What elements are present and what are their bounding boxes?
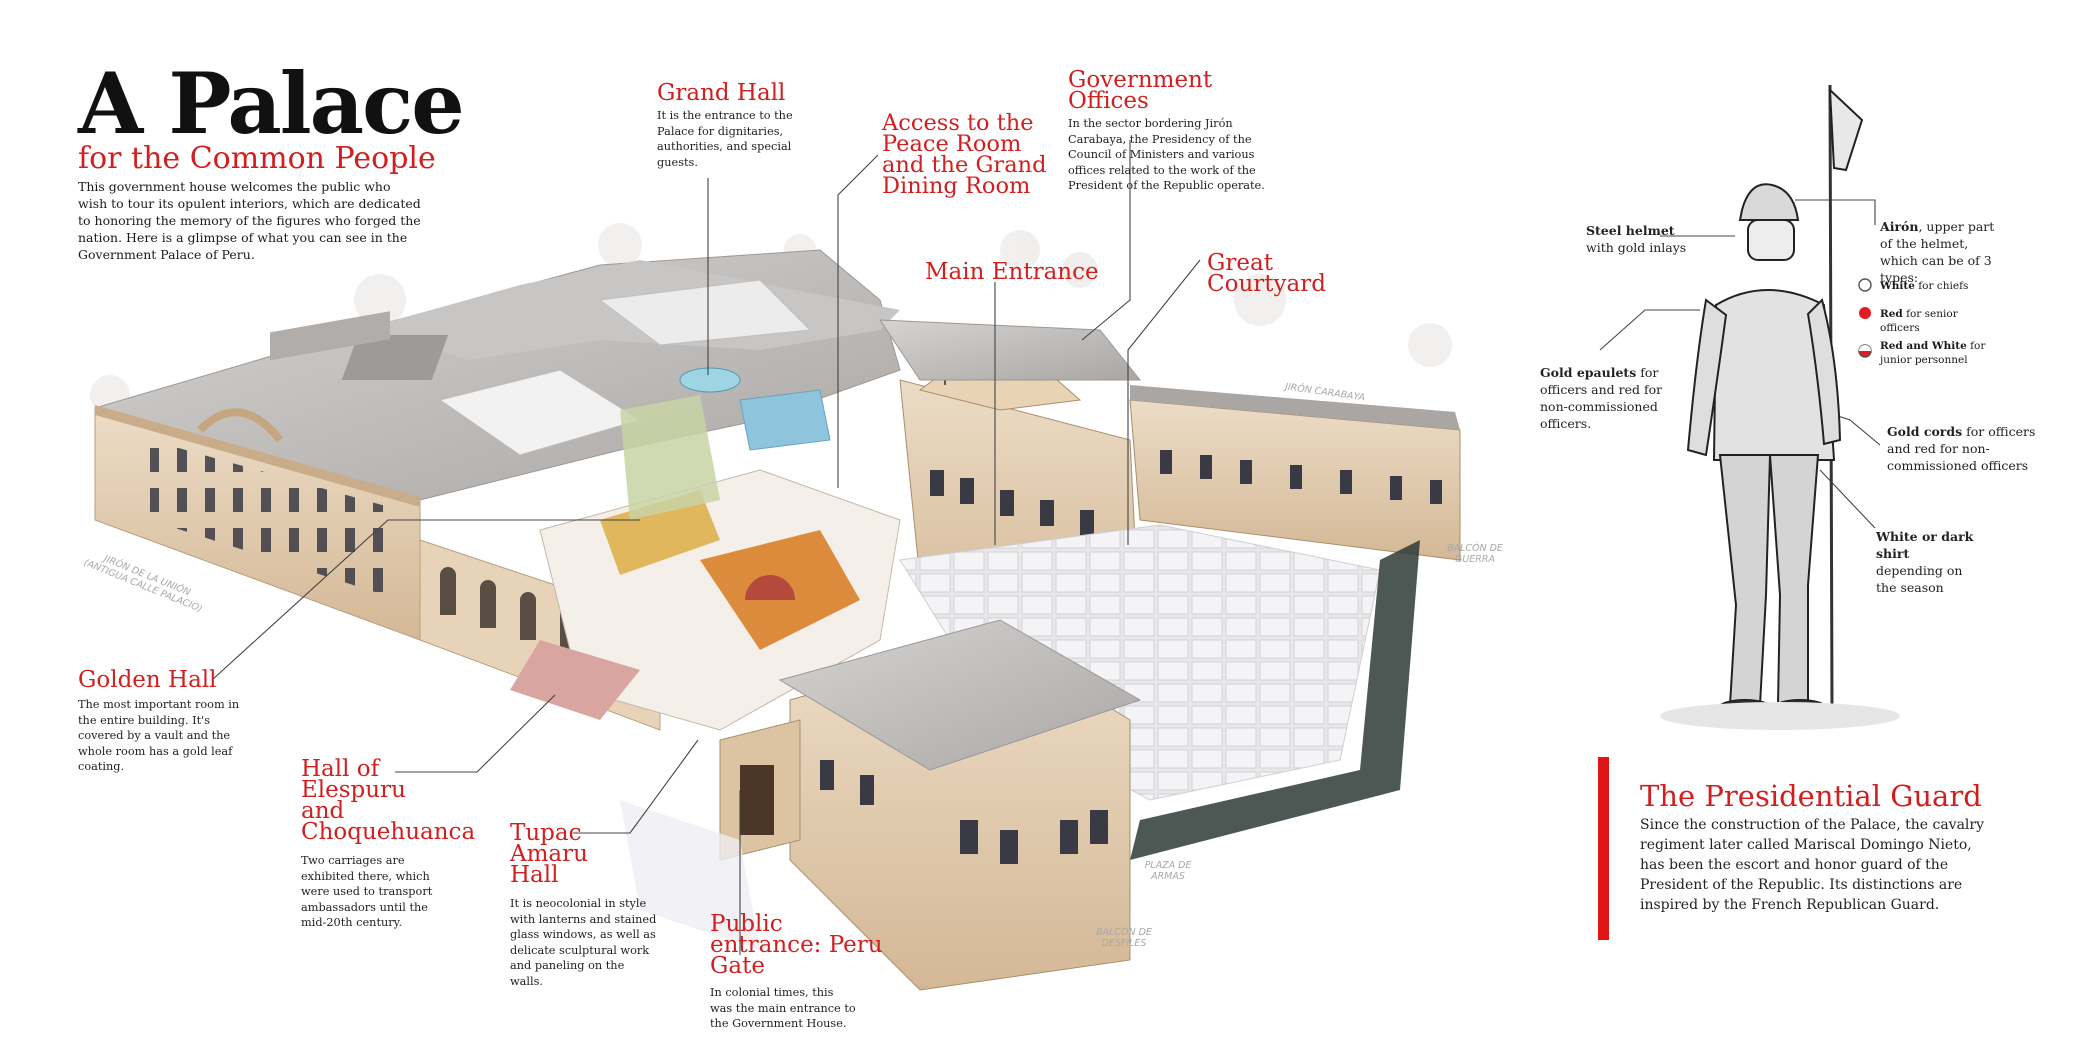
label-tupac-amaru: Tupac Amaru Hall It is neocolonial in st… [510,820,658,989]
label-title: Golden Hall [78,667,217,693]
left-wing-cornice [95,405,420,507]
note-text: , upper part of the helmet, which can be… [1880,219,1995,285]
guard-accent-bar [1598,757,1609,940]
main-facade-windows [930,470,1094,536]
green-hall [620,395,720,520]
note-bold: Gold epaulets [1540,365,1637,380]
type-text: for chiefs [1914,280,1969,292]
guard-note-shirt: White or dark shirt depending on the sea… [1876,528,1976,596]
roof-courtyard-2 [270,311,390,361]
type-text: for senior officers [1880,308,1958,334]
leader-gov-offices [1081,140,1131,341]
note-bold: Airón [1880,219,1919,234]
label-elespuru: Hall of Elespuru and Choquehuanca Two ca… [301,756,476,931]
type-bold: Red and White [1880,340,1967,352]
fence [1130,540,1420,860]
label-title: Grand Hall [657,80,786,106]
label-desc: The most important room in the entire bu… [78,698,240,773]
peru-gate-door [740,765,774,835]
label-great-courtyard: Great Courtyard [1207,250,1326,297]
type-bold: White [1880,280,1915,292]
right-back-roof [1130,385,1460,430]
roof-block-white-2 [598,279,812,346]
guard-title: The Presidential Guard [1640,779,1982,813]
label-desc: Two carriages are exhibited there, which… [301,854,433,929]
blue-glass-roof [739,389,831,451]
note-text: for officers and red for non-commissione… [1887,424,2036,473]
label-grand-hall: Grand Hall It is the entrance to the Pal… [657,80,797,170]
label-title: Hall of Elespuru and Choquehuanca [301,756,476,845]
leader-tupac [573,739,699,834]
left-wing-arch [197,408,284,443]
intro-text: This government house welcomes the publi… [78,179,421,262]
airon-type-red-white: Red and White for junior personnel [1880,339,1990,367]
airon-type-red: Red for senior officers [1880,307,2000,335]
label-title: Government Offices [1068,67,1213,114]
front-corner-windows [820,760,1108,864]
left-wing-windows [150,440,400,600]
leader-lines [211,140,1201,955]
note-text: depending on the season [1876,563,1963,595]
guard-note-epaulets: Gold epaulets for officers and red for n… [1540,364,1668,432]
label-desc: In the sector bordering Jirón Carabaya, … [1068,117,1265,192]
label-title: Public entrance: Peru Gate [710,911,883,979]
type-text: for junior personnel [1880,340,1986,366]
street-plaza-armas: PLAZA DE ARMAS [1144,860,1192,882]
label-main-entrance: Main Entrance [925,259,1099,285]
label-access: Access to the Peace Room and the Grand D… [882,110,1047,199]
airon-red-marker [1859,307,1871,319]
dome-grand-hall [679,367,741,393]
guard-shadow [1660,702,1900,730]
note-text: for officers and red for non-commissione… [1540,365,1663,431]
label-public-entrance: Public entrance: Peru Gate In colonial t… [710,911,890,1032]
red-carpet-floor [510,640,640,720]
label-title: Tupac Amaru Hall [510,820,588,888]
leader-great-courtyard [1127,259,1201,545]
note-bold: Steel helmet [1586,223,1675,238]
office-roof-block [879,319,1142,381]
right-back-windows [1160,450,1442,504]
note-text: with gold inlays [1586,240,1687,255]
guard-note-helmet: Steel helmet with gold inlays [1586,222,1736,256]
street-balcon-guerra: BALCÓN DE GUERRA [1447,543,1503,565]
page-title: A Palace [78,54,465,153]
label-government-offices: Government Offices In the sector borderi… [1068,67,1293,194]
roof-courtyard-1 [341,335,449,380]
guard-figure [1686,84,1864,717]
label-desc: In colonial times, this was the main ent… [710,986,856,1030]
guard-text: Since the construction of the Palace, th… [1640,817,1985,913]
leader-elespuru [395,694,556,773]
entrance-plaza [620,800,760,950]
dome-red [745,575,795,600]
note-bold: Gold cords [1887,424,1963,439]
label-desc: It is neocolonial in style with lanterns… [510,897,657,988]
airon-white-marker [1858,278,1872,292]
note-bold: White or dark shirt [1876,529,1974,561]
leader-golden-hall [211,519,640,681]
type-bold: Red [1880,308,1903,320]
leader-access [837,154,879,488]
guard-note-cords: Gold cords for officers and red for non-… [1887,423,2052,474]
label-desc: It is the entrance to the Palace for dig… [657,109,793,169]
front-corner-roof [778,619,1142,771]
airon-type-white: White for chiefs [1880,279,2000,293]
street-balcon-desfiles: BALCÓN DE DESFILES [1096,927,1152,949]
page-subtitle: for the Common People [78,141,436,176]
label-golden-hall: Golden Hall The most important room in t… [78,667,248,775]
guard-note-airon: Airón, upper part of the helmet, which c… [1880,218,2008,286]
